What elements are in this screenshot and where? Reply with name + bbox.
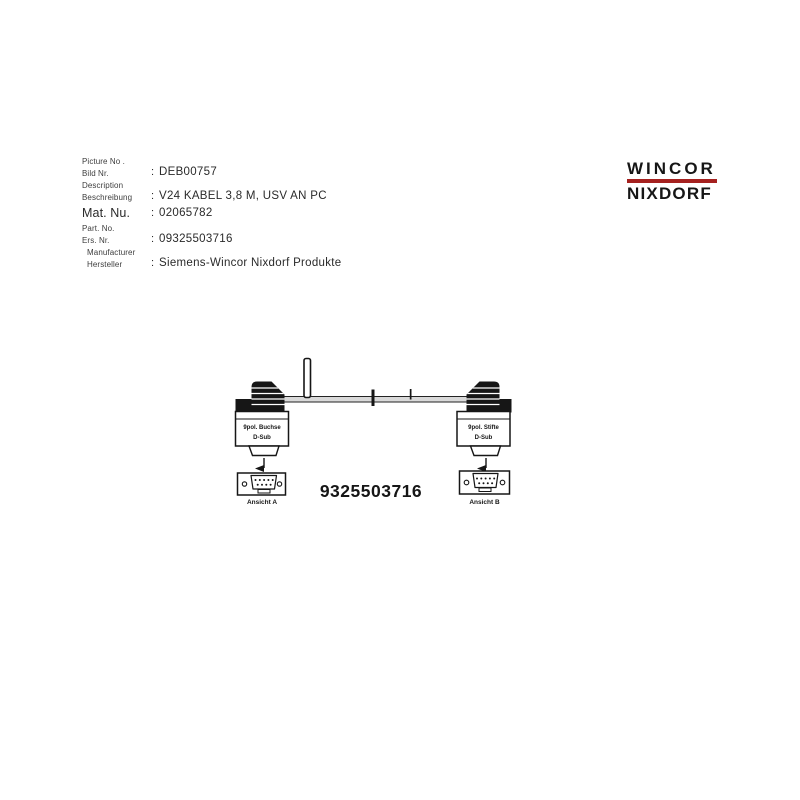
manufacturer-value: Siemens-Wincor Nixdorf Produkte bbox=[159, 256, 342, 269]
left-face-view: Ansicht A bbox=[236, 472, 287, 506]
drawing-part-number: 9325503716 bbox=[320, 481, 422, 501]
right-connector: 9pol. Stifte D-Sub bbox=[456, 381, 512, 472]
field-label-de: Hersteller bbox=[87, 259, 123, 269]
picture-number-value: DEB00757 bbox=[159, 165, 218, 178]
separator: : bbox=[150, 207, 155, 219]
field-label: Description Beschreibung bbox=[82, 180, 146, 203]
left-connector-label-line2: D-Sub bbox=[253, 435, 271, 441]
part-info-block: Picture No . Bild Nr. : DEB00757 Descrip… bbox=[82, 156, 342, 271]
left-view-label: Ansicht A bbox=[247, 499, 277, 506]
field-label-en: Description bbox=[82, 181, 124, 190]
right-screw-hole-right bbox=[499, 479, 506, 486]
left-dsub-tab bbox=[257, 489, 271, 494]
info-row-part-no: Part. No. Ers. Nr. : 09325503716 bbox=[82, 223, 342, 246]
right-connector-label-line2: D-Sub bbox=[475, 435, 493, 441]
wincor-nixdorf-logo: WINCOR NIXDORF bbox=[627, 159, 717, 204]
cable-drawing: 9pol. Buchse D-Sub Ansicht A bbox=[234, 357, 512, 506]
logo-wordmark-bottom: NIXDORF bbox=[627, 184, 712, 203]
separator: : bbox=[150, 233, 155, 245]
field-label-de: Beschreibung bbox=[82, 192, 133, 202]
left-screw-hole-left bbox=[241, 481, 248, 487]
part-number-value: 09325503716 bbox=[159, 232, 233, 245]
separator: : bbox=[150, 190, 155, 202]
info-row-description: Description Beschreibung : V24 KABEL 3,8… bbox=[82, 180, 342, 203]
right-dsub-pins bbox=[476, 477, 496, 485]
logo-wordmark-top: WINCOR bbox=[627, 159, 716, 178]
left-connector-side-band bbox=[235, 399, 252, 413]
cable-body bbox=[283, 396, 468, 403]
field-label: Mat. Nu. bbox=[82, 206, 131, 220]
right-view-label: Ansicht B bbox=[469, 499, 500, 506]
right-face-view: Ansicht B bbox=[458, 470, 511, 506]
logo-red-bar bbox=[627, 179, 717, 183]
info-row-picture-no: Picture No . Bild Nr. : DEB00757 bbox=[82, 156, 342, 179]
right-connector-body bbox=[456, 410, 511, 447]
right-screw-hole-left bbox=[463, 479, 470, 486]
right-dsub-outline bbox=[472, 472, 499, 489]
left-dsub-pins bbox=[254, 479, 274, 486]
field-label: Manufacturer Hersteller bbox=[82, 247, 146, 270]
left-connector: 9pol. Buchse D-Sub bbox=[234, 381, 290, 472]
left-dsub-shell bbox=[247, 445, 280, 457]
cable-tie-mark-1 bbox=[371, 389, 375, 406]
right-strain-relief-boot bbox=[466, 381, 500, 412]
separator: : bbox=[150, 166, 155, 178]
right-dsub-shell bbox=[469, 445, 502, 457]
material-number-value: 02065782 bbox=[159, 206, 213, 219]
field-label-de: Bild Nr. bbox=[82, 168, 109, 178]
right-dsub-tab bbox=[478, 487, 492, 492]
field-label-en: Part. No. bbox=[82, 224, 115, 233]
field-label: Part. No. Ers. Nr. bbox=[82, 223, 146, 246]
left-strain-relief-boot bbox=[251, 381, 285, 412]
cable-label-flag bbox=[303, 357, 312, 399]
left-connector-body bbox=[234, 410, 290, 447]
description-value: V24 KABEL 3,8 M, USV AN PC bbox=[159, 189, 327, 202]
right-connector-side-band bbox=[496, 399, 512, 413]
info-row-material-no: Mat. Nu. : 02065782 bbox=[82, 206, 342, 220]
field-label: Mat. Nu. bbox=[82, 206, 146, 220]
left-dsub-outline bbox=[250, 474, 278, 490]
left-connector-label-line1: 9pol. Buchse bbox=[243, 425, 281, 431]
field-label-en: Picture No . bbox=[82, 157, 125, 166]
right-connector-label-line1: 9pol. Stifte bbox=[468, 425, 499, 431]
left-view-arrow-head bbox=[255, 465, 264, 472]
separator: : bbox=[150, 257, 155, 269]
cable-tie-mark-2 bbox=[409, 389, 412, 400]
left-screw-hole-right bbox=[276, 481, 283, 487]
field-label-de: Ers. Nr. bbox=[82, 235, 110, 245]
field-label: Picture No . Bild Nr. bbox=[82, 156, 146, 179]
info-row-manufacturer: Manufacturer Hersteller : Siemens-Wincor… bbox=[82, 247, 342, 270]
field-label-en: Manufacturer bbox=[87, 248, 136, 257]
